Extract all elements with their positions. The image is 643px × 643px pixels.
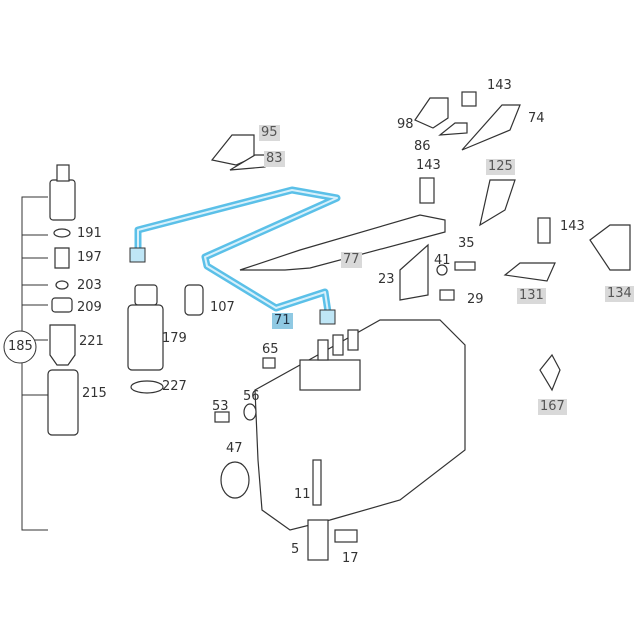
part-label-41[interactable]: 41 xyxy=(434,253,451,268)
part-label-167[interactable]: 167 xyxy=(538,399,567,415)
part-label-215[interactable]: 215 xyxy=(82,386,107,401)
part-label-65[interactable]: 65 xyxy=(262,342,279,357)
part-label-95[interactable]: 95 xyxy=(259,125,280,141)
part-label-98[interactable]: 98 xyxy=(397,117,414,132)
part-label-227[interactable]: 227 xyxy=(162,379,187,394)
part-label-209[interactable]: 209 xyxy=(77,300,102,315)
part-label-221[interactable]: 221 xyxy=(79,334,104,349)
part-label-35[interactable]: 35 xyxy=(458,236,475,251)
part-label-86[interactable]: 86 xyxy=(414,139,431,154)
part-label-143[interactable]: 143 xyxy=(560,219,585,234)
group-circle xyxy=(3,330,37,364)
part-label-131[interactable]: 131 xyxy=(517,288,546,304)
part-label-56[interactable]: 56 xyxy=(243,389,260,404)
group-bracket xyxy=(21,196,48,531)
part-label-23[interactable]: 23 xyxy=(378,272,395,287)
bracket-77 xyxy=(239,214,446,271)
injector-nozzle-parts xyxy=(47,164,79,436)
part-label-77[interactable]: 77 xyxy=(341,252,362,268)
part-label-29[interactable]: 29 xyxy=(467,292,484,307)
part-label-5[interactable]: 5 xyxy=(291,542,300,557)
part-label-203[interactable]: 203 xyxy=(77,278,102,293)
part-label-134[interactable]: 134 xyxy=(605,286,634,302)
part-label-17[interactable]: 17 xyxy=(342,551,359,566)
fuel-pipe-71[interactable] xyxy=(129,186,341,325)
part-label-143[interactable]: 143 xyxy=(487,78,512,93)
part-label-197[interactable]: 197 xyxy=(77,250,102,265)
injection-pump xyxy=(214,319,466,561)
group-label-185: 185 xyxy=(8,339,33,354)
part-label-71[interactable]: 71 xyxy=(272,313,293,329)
part-label-47[interactable]: 47 xyxy=(226,441,243,456)
clip-parts xyxy=(210,91,631,392)
injector-holder-179 xyxy=(127,284,204,394)
bracket-23-parts xyxy=(399,243,476,301)
part-label-143[interactable]: 143 xyxy=(416,158,441,173)
part-label-191[interactable]: 191 xyxy=(77,226,102,241)
part-label-179[interactable]: 179 xyxy=(162,331,187,346)
part-label-11[interactable]: 11 xyxy=(294,487,311,502)
part-label-107[interactable]: 107 xyxy=(210,300,235,315)
part-label-125[interactable]: 125 xyxy=(486,159,515,175)
part-label-74[interactable]: 74 xyxy=(528,111,545,126)
part-label-83[interactable]: 83 xyxy=(264,151,285,167)
part-label-53[interactable]: 53 xyxy=(212,399,229,414)
